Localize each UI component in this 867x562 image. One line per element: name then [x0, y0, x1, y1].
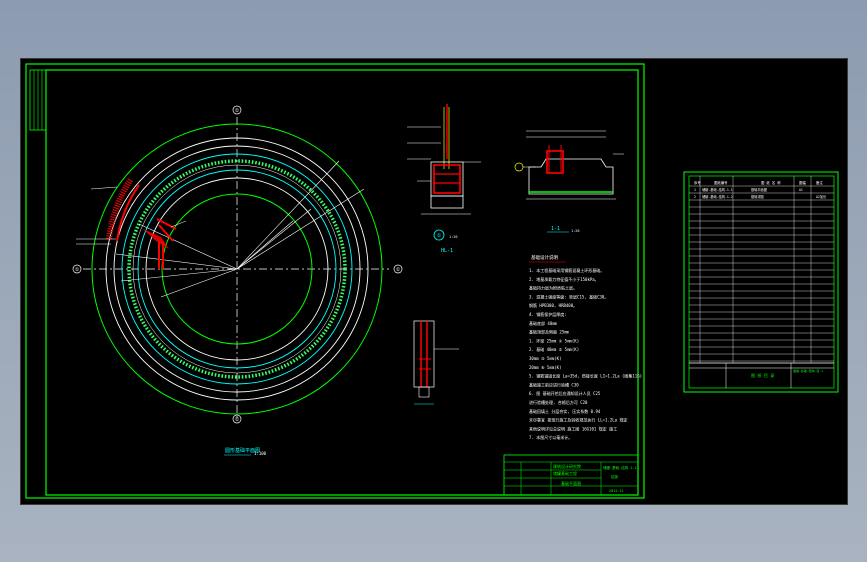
svg-text:储罐-基础-结构-1-1: 储罐-基础-结构-1-1 [702, 187, 733, 192]
svg-text:1: 1 [694, 188, 696, 192]
note-line: 基础回填土 分层夯实, 压实系数 0.94 [529, 408, 601, 414]
outer-white-ring [105, 137, 369, 401]
outer-green-ring [91, 123, 383, 415]
inner-frame [45, 69, 639, 496]
note-line: 5. 钢筋锚固长度 La=35d, 搭接长度 LI=1.2La (图集11G) [529, 373, 642, 379]
notes-lines: 1. 本工程基础采用钢筋混凝土环形基础。 2. 地基承载力特征值不小于150kPa… [529, 267, 642, 440]
note-line: 基础顶部及侧面 25mm [529, 329, 570, 335]
cyan-ring-outer [121, 153, 353, 385]
column-detail [413, 320, 459, 405]
index-footer-label: 图 纸 目 录 [751, 372, 774, 378]
svg-text:①: ① [235, 108, 240, 114]
foundation-plan: ① ① ① ① 圆形基础平面图 1:100 [72, 105, 403, 456]
svg-text:①: ① [235, 417, 240, 423]
svg-text:1:20: 1:20 [449, 235, 457, 239]
note-line: 钢筋 HPB300, HRB400。 [529, 302, 577, 308]
plan-scale: 1:100 [254, 451, 267, 456]
note-line: 未尽事宜 按现行施工及验收规范执行 LL=1.2La 规定 [529, 417, 628, 423]
note-line: 2. 地基承载力特征值不小于150kPa。 [529, 276, 599, 282]
note-line: 1. 本工程基础采用钢筋混凝土环形基础。 [529, 267, 604, 273]
tb-project: 储罐基础工程 [553, 470, 577, 476]
title-block: 建筑设计研究院 储罐基础工程 基础平面图 储罐-基础-结构-1-1 结施 201… [503, 454, 639, 496]
ring-inner-white [145, 177, 329, 361]
note-line: 7. 本图尺寸以毫米计。 [529, 434, 572, 440]
note-line: 4. 钢筋保护层厚度: [529, 311, 567, 317]
index-footer-no: 储罐-基础-结构-目-1 [793, 368, 823, 373]
axis-bubble-left [72, 264, 82, 274]
note-line: 其他说明详见总说明 施工图 16G101 规定 施工 [529, 425, 617, 431]
note-line: 基础底部 40mm [529, 320, 558, 326]
svg-text:A1: A1 [799, 188, 803, 192]
svg-text:①: ① [396, 267, 401, 273]
hatched-ring-beam [127, 159, 347, 379]
section-label: 1-1 [551, 226, 560, 232]
svg-text:2: 2 [694, 195, 696, 199]
note-line: 20mm ④ 5mm(K) [529, 365, 561, 370]
svg-text:序号: 序号 [694, 180, 701, 185]
svg-text:1:20: 1:20 [571, 229, 579, 233]
note-line: 基础施工前应进行验槽 C30 [529, 381, 579, 387]
note-line: 3. 混凝土强度等级: 垫层C15, 基础C30。 [529, 293, 608, 299]
cyan-ring-inner [137, 169, 337, 369]
note-line: 30mm ③ 5mm(K) [529, 356, 561, 361]
note-line: 基础持力层为粉质粘土层。 [529, 285, 577, 291]
note-line: 2. 基础 40mm ② 5mm(K) [529, 346, 579, 352]
svg-text:A2加长: A2加长 [816, 194, 827, 199]
tb-sheet: 结施 [611, 474, 619, 479]
outer-frame [25, 63, 645, 499]
svg-text:①: ① [437, 233, 442, 239]
axis-bubble-top [232, 105, 242, 115]
ring-beam-detail: ① HL-1 1:20 [407, 104, 481, 254]
svg-text:备注: 备注 [816, 180, 823, 185]
note-line: 进行验槽处理, 合格后方可 C20 [529, 399, 588, 405]
svg-text:基础平面图: 基础平面图 [751, 187, 767, 192]
note-line: 1. 环梁 25mm ① 5mm(K) [529, 337, 579, 343]
tb-company: 建筑设计研究院 [553, 463, 581, 469]
axis-bubble-right [393, 264, 403, 274]
notes-title: 基础设计说明 [531, 254, 558, 261]
cad-viewport[interactable]: ① ① ① ① 圆形基础平面图 1:100 ① HL-1 1:20 [20, 58, 848, 505]
tb-drawing-no: 储罐-基础-结构-1-1 [603, 465, 637, 470]
section-1-1: 1-1 1:20 [514, 130, 624, 233]
ring-beam-label: HL-1 [441, 248, 453, 254]
svg-text:图 纸 名 称: 图 纸 名 称 [761, 180, 781, 185]
svg-text:图幅: 图幅 [799, 180, 806, 185]
ring-2 [113, 145, 361, 393]
svg-text:图纸编号: 图纸编号 [714, 180, 728, 185]
note-line: 6. 图 基础开挖后应通知设计人员 C25 [529, 390, 601, 396]
tb-drawing-title: 基础平面图 [561, 480, 581, 486]
drawing-canvas: ① ① ① ① 圆形基础平面图 1:100 ① HL-1 1:20 [25, 63, 839, 499]
svg-text:储罐-基础-结构-1-2: 储罐-基础-结构-1-2 [702, 194, 733, 199]
drawing-index-table: 序号 图纸编号 图 纸 名 称 图幅 备注 1 储罐-基础-结构-1-1 基础平… [683, 171, 839, 393]
tb-date: 2015.11 [609, 489, 624, 493]
detail-marker [433, 229, 445, 241]
svg-text:基础详图: 基础详图 [751, 194, 764, 199]
axis-bubble-bottom [232, 414, 242, 424]
svg-text:①: ① [75, 267, 80, 273]
plan-title: 圆形基础平面图 [225, 447, 260, 454]
design-notes: 基础设计说明 1. 本工程基础采用钢筋混凝土环形基础。 2. 地基承载力特征值不小… [529, 254, 642, 440]
